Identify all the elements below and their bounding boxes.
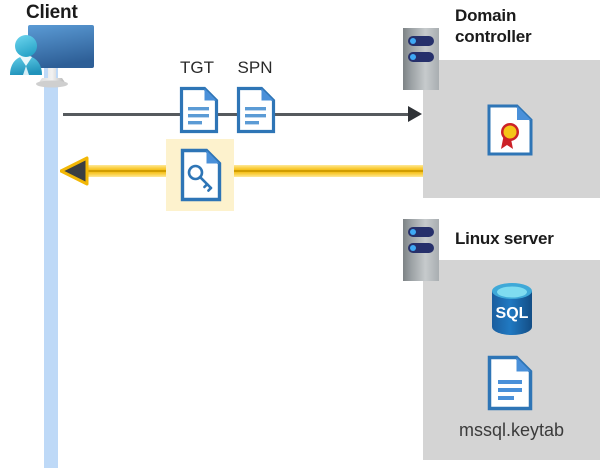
keytab-filename-label: mssql.keytab bbox=[458, 420, 565, 440]
certificate-icon bbox=[487, 104, 533, 161]
response-arrow-head-icon bbox=[59, 156, 90, 186]
spn-document-icon bbox=[236, 86, 276, 139]
linux-server-server-rack-icon bbox=[403, 219, 439, 281]
sql-database-icon: SQL bbox=[486, 280, 538, 343]
request-arrow-head-icon bbox=[408, 106, 422, 122]
tgt-label: TGT bbox=[180, 58, 214, 77]
keytab-document-icon bbox=[487, 355, 533, 416]
key-document-icon bbox=[180, 148, 222, 207]
linux-server-title: Linux server bbox=[455, 229, 554, 248]
client-lifeline bbox=[44, 68, 58, 468]
response-arrow-line bbox=[75, 165, 423, 177]
rack-led-icon bbox=[408, 52, 434, 62]
client-title: Client bbox=[26, 2, 78, 23]
rack-led-icon bbox=[408, 243, 434, 253]
client-computer-user-icon bbox=[6, 20, 106, 90]
tgt-document-icon bbox=[179, 86, 219, 139]
domain-controller-title: Domain controller bbox=[455, 5, 595, 47]
sql-label: SQL bbox=[496, 305, 529, 322]
domain-controller-title-line2: controller bbox=[455, 27, 532, 46]
spn-label: SPN bbox=[237, 58, 273, 77]
domain-controller-server-rack-icon bbox=[403, 28, 439, 90]
rack-led-icon bbox=[408, 36, 434, 46]
domain-controller-title-line1: Domain bbox=[455, 6, 517, 25]
rack-led-icon bbox=[408, 227, 434, 237]
